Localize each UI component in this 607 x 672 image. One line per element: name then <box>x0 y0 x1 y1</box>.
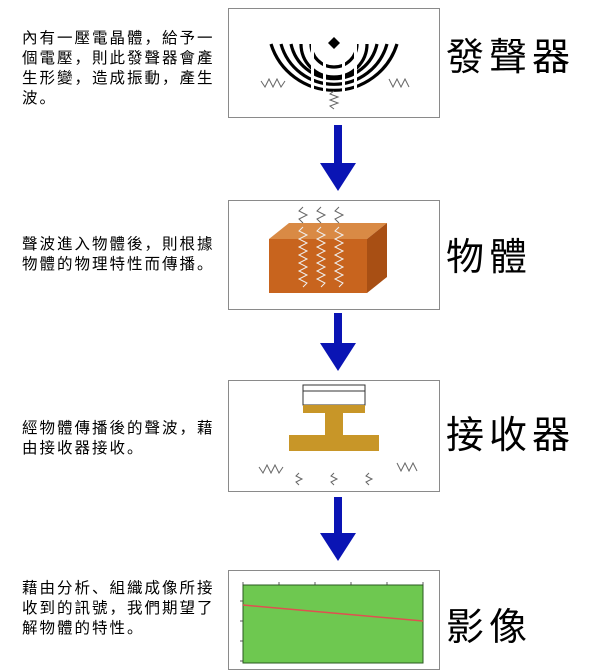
object-label: 物體 <box>446 235 533 279</box>
receiver-icon <box>289 384 379 451</box>
object-block-icon <box>269 223 387 293</box>
image-panel <box>228 570 440 670</box>
arrow-down-icon <box>320 125 356 191</box>
image-plot-area <box>242 584 424 664</box>
object-panel <box>228 200 440 310</box>
transmitter-panel <box>228 8 440 118</box>
receiver-description: 經物體傳播後的聲波，藉由接收器接收。 <box>22 419 215 457</box>
transmitter-label: 發聲器 <box>446 35 576 79</box>
object-description: 聲波進入物體後，則根據物體的物理特性而傳播。 <box>22 235 215 273</box>
image-plot-line <box>242 604 424 622</box>
receiver-label: 接收器 <box>446 413 576 457</box>
image-label: 影像 <box>446 605 533 649</box>
arrow-down-icon <box>320 313 356 371</box>
arrow-down-icon <box>320 497 356 561</box>
transmitter-icon <box>269 43 399 92</box>
crystal-icon <box>328 37 340 49</box>
transmitter-description: 內有一壓電晶體，給予一個電壓，則此發聲器會產生形變，造成振動，產生波。 <box>22 29 215 107</box>
image-description: 藉由分析、組織成像所接收到的訊號，我們期望了解物體的特性。 <box>22 579 215 637</box>
receiver-panel <box>228 380 440 492</box>
